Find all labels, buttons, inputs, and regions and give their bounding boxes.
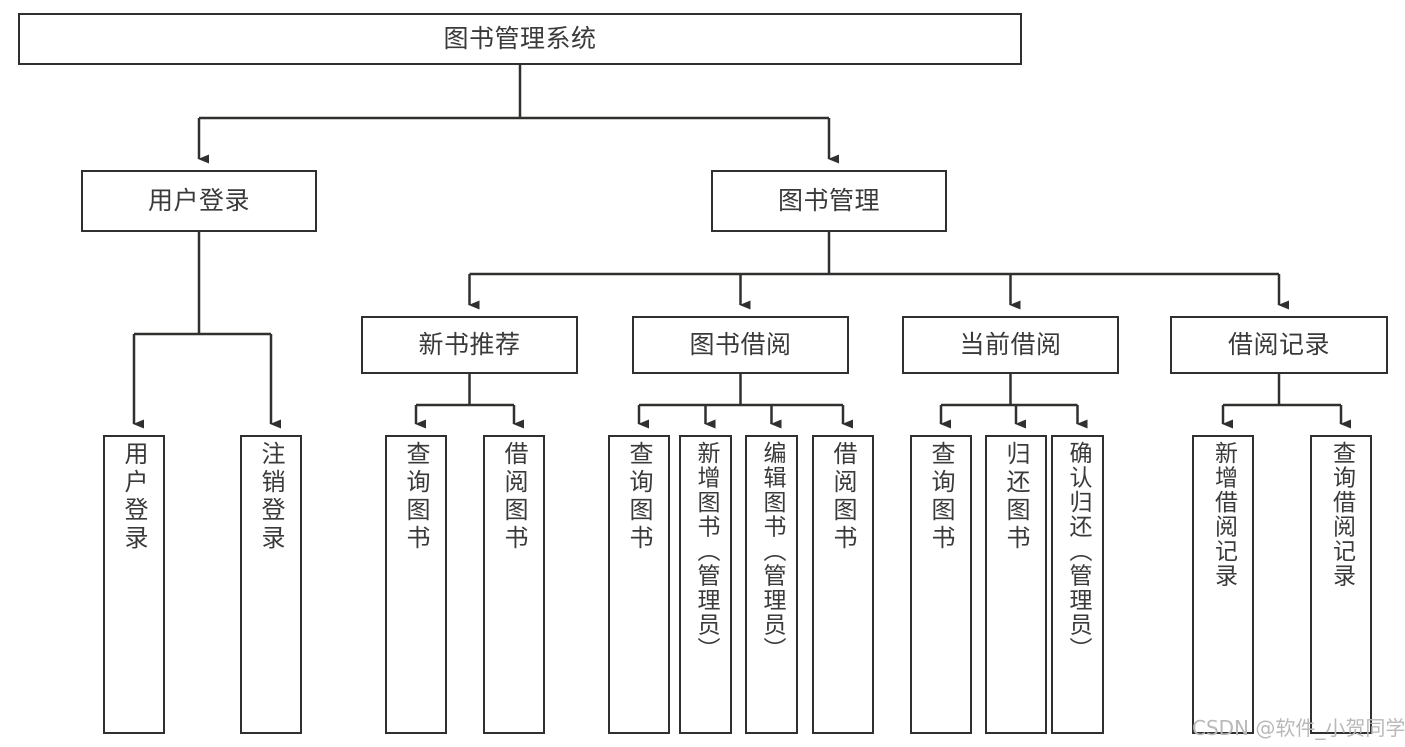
node-label-newbook: 新书推荐 <box>418 329 521 359</box>
edge-group <box>132 65 1351 429</box>
node-bo_edit[interactable]: 编辑图书（管理员） <box>745 435 798 734</box>
node-label-l_logout: 注销登录 <box>257 441 285 553</box>
node-re_query[interactable]: 查询借阅记录 <box>1310 435 1372 734</box>
node-nb_borrow[interactable]: 借阅图书 <box>483 435 545 734</box>
node-bo_query[interactable]: 查询图书 <box>608 435 670 734</box>
node-label-records: 借阅记录 <box>1227 329 1330 359</box>
node-l_login[interactable]: 用户登录 <box>103 435 165 734</box>
node-label-bo_add: 新增图书（管理员） <box>693 441 719 662</box>
node-newbook[interactable]: 新书推荐 <box>361 316 578 374</box>
node-label-bookmgmt: 图书管理 <box>777 185 880 215</box>
node-label-cu_return: 归还图书 <box>1002 441 1030 553</box>
node-nb_query[interactable]: 查询图书 <box>385 435 447 734</box>
node-label-current: 当前借阅 <box>959 329 1062 359</box>
node-label-cu_confirm: 确认归还（管理员） <box>1065 441 1091 662</box>
node-bo_add[interactable]: 新增图书（管理员） <box>679 435 732 734</box>
node-label-bo_edit: 编辑图书（管理员） <box>759 441 785 662</box>
node-bo_borrow[interactable]: 借阅图书 <box>812 435 874 734</box>
node-label-bo_borrow: 借阅图书 <box>829 441 857 553</box>
node-cu_return[interactable]: 归还图书 <box>985 435 1047 734</box>
node-label-re_add: 新增借阅记录 <box>1210 441 1237 588</box>
node-l_logout[interactable]: 注销登录 <box>240 435 302 734</box>
node-login[interactable]: 用户登录 <box>81 170 317 232</box>
node-re_add[interactable]: 新增借阅记录 <box>1192 435 1254 734</box>
node-root[interactable]: 图书管理系统 <box>18 13 1022 65</box>
node-label-login: 用户登录 <box>147 185 250 215</box>
node-current[interactable]: 当前借阅 <box>902 316 1119 374</box>
node-label-nb_query: 查询图书 <box>402 441 430 553</box>
node-label-l_login: 用户登录 <box>120 441 148 553</box>
node-cu_confirm[interactable]: 确认归还（管理员） <box>1051 435 1104 734</box>
node-cu_query[interactable]: 查询图书 <box>910 435 972 734</box>
node-label-bo_query: 查询图书 <box>625 441 653 553</box>
node-records[interactable]: 借阅记录 <box>1170 316 1388 374</box>
node-bookmgmt[interactable]: 图书管理 <box>711 170 947 232</box>
node-label-re_query: 查询借阅记录 <box>1328 441 1355 588</box>
node-label-cu_query: 查询图书 <box>927 441 955 553</box>
node-label-nb_borrow: 借阅图书 <box>500 441 528 553</box>
node-label-root: 图书管理系统 <box>443 23 597 53</box>
node-label-borrow: 图书借阅 <box>689 329 792 359</box>
node-borrow[interactable]: 图书借阅 <box>632 316 849 374</box>
